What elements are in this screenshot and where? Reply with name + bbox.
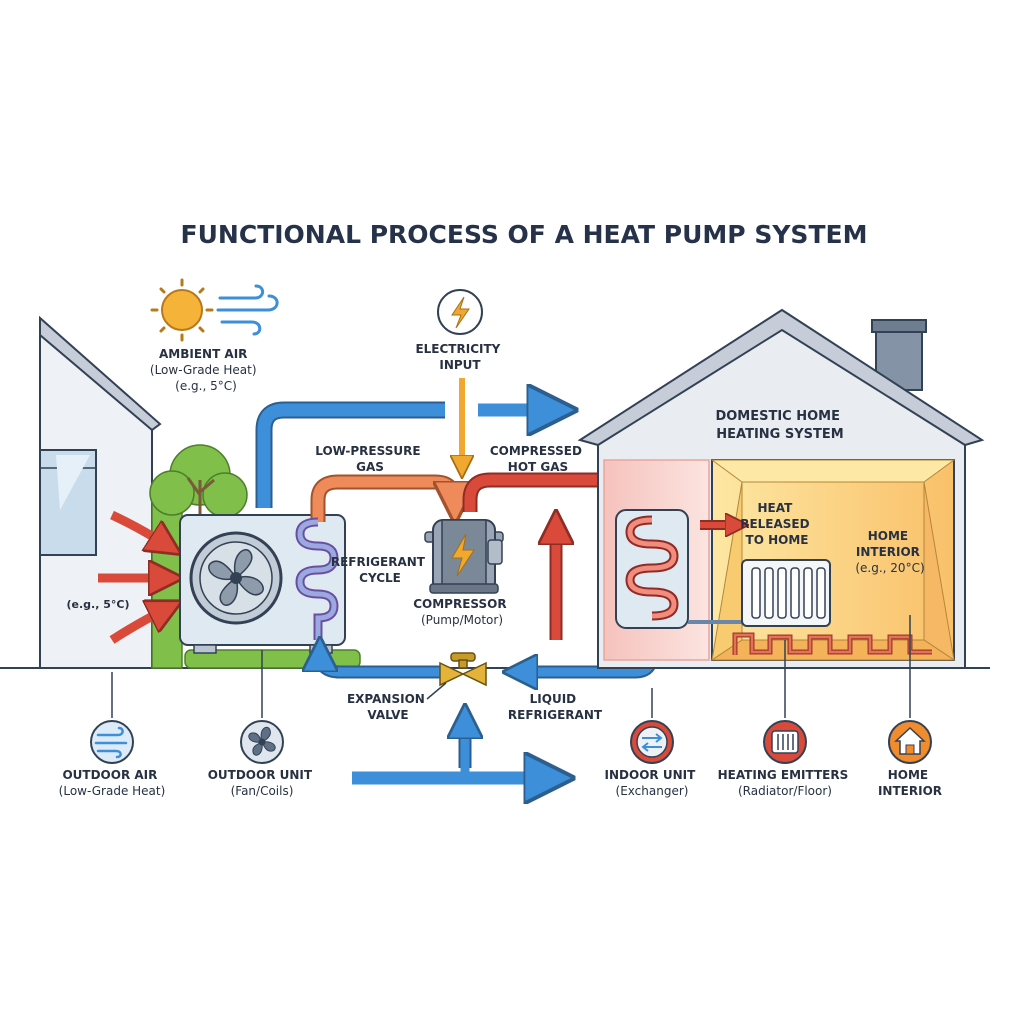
cold-pipe-top — [257, 403, 445, 508]
domestic-house — [577, 308, 985, 669]
cold-return-pipe — [320, 652, 445, 677]
electricity-icon — [437, 289, 483, 335]
compressor-bolt-icon — [451, 533, 475, 577]
radiator-icon — [771, 730, 799, 754]
sun-icon — [150, 278, 214, 342]
outdoor-fan-icon — [189, 531, 283, 625]
svg-text:INDOOR UNIT (Exchanger): INDOOR UNIT (Exchanger) — [605, 768, 700, 798]
low-pressure-label: LOW-PRESSURE GAS — [315, 444, 424, 474]
svg-text:OUTDOOR UNIT (Fan/Coils): OUTDOOR UNIT (Fan/Coils) — [208, 768, 317, 798]
ambient-air-label: AMBIENT AIR (Low-Grade Heat) (e.g., 5°C) — [150, 343, 262, 393]
expansion-valve-icon — [439, 652, 487, 687]
compressor — [424, 519, 504, 594]
refrigerant-cycle-label: REFRIGERANT CYCLE — [331, 555, 429, 585]
compressor-label: COMPRESSOR (Pump/Motor) — [413, 597, 511, 627]
svg-text:HOME INTERIOR: HOME INTERIOR — [878, 768, 942, 798]
outdoor-house — [39, 315, 162, 669]
domestic-label: DOMESTIC HOME HEATING SYSTEM — [715, 409, 844, 442]
legend-leader-lines — [111, 615, 911, 718]
legend-home-interior: HOME INTERIOR — [878, 720, 942, 798]
legend-outdoor-air: OUTDOOR AIR (Low-Grade Heat) — [59, 720, 166, 798]
heat-released-label: HEAT RELEASED TO HOME — [740, 501, 814, 547]
incoming-air-arrows — [98, 510, 168, 644]
leader-line — [426, 682, 447, 700]
pipe-outline — [255, 401, 445, 508]
liquid-refrigerant-label: LIQUID REFRIGERANT — [508, 692, 603, 722]
cold-pipe-bottom — [352, 771, 472, 785]
legend-outdoor-unit: OUTDOOR UNIT (Fan/Coils) — [208, 720, 317, 798]
wind-icon — [94, 726, 128, 759]
electricity-label: ELECTRICITY INPUT — [415, 342, 504, 372]
legend-heating-emitters: HEATING EMITTERS (Radiator/Floor) — [718, 720, 853, 798]
svg-text:HEATING EMITTERS (Radiat: HEATING EMITTERS (Radiator/Floor) — [718, 768, 853, 798]
wind-icon — [216, 284, 279, 336]
home-interior-temp-label: HOME INTERIOR (e.g., 20°C) — [855, 529, 924, 575]
house-icon — [894, 726, 926, 755]
expansion-valve-label: EXPANSION VALVE — [347, 692, 429, 722]
radiator — [741, 559, 831, 627]
low-pressure-gas-pipe — [312, 476, 455, 522]
outdoor-temp-label: (e.g., 5°C) — [67, 598, 130, 611]
exchanger-icon — [641, 733, 663, 752]
compressed-label: COMPRESSED HOT GAS — [490, 444, 586, 474]
fan-icon — [248, 726, 276, 756]
svg-text:OUTDOOR AIR (Low-Grade H: OUTDOOR AIR (Low-Grade Heat) — [59, 768, 166, 798]
legend-indoor-unit: INDOOR UNIT (Exchanger) — [605, 720, 700, 798]
page-title: FUNCTIONAL PROCESS OF A HEAT PUMP SYSTEM — [181, 220, 868, 249]
indoor-unit — [615, 509, 689, 629]
